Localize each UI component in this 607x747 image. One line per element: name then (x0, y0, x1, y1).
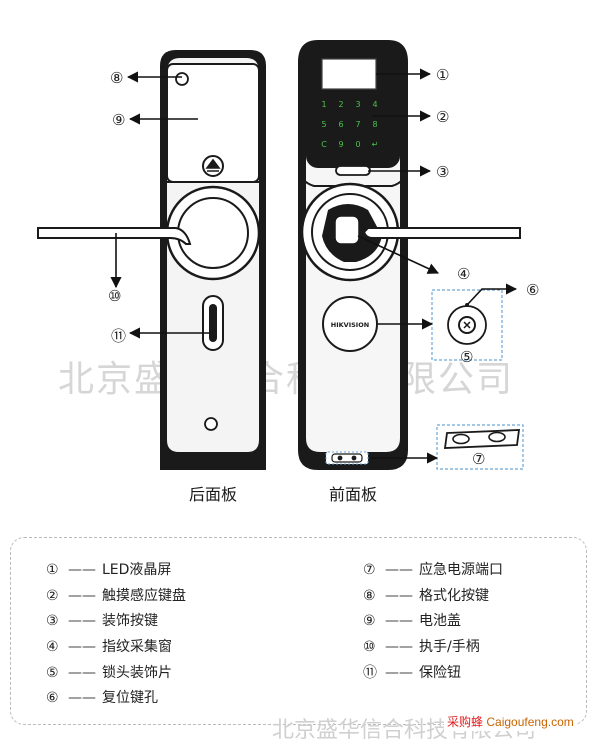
legend-item: ⑧——格式化按键 (363, 588, 489, 604)
legend-item: ⑨——电池盖 (363, 613, 461, 629)
keypad-key: C (321, 140, 327, 149)
led-display (321, 58, 377, 90)
keypad-key: 4 (372, 100, 377, 109)
callout-2: ② (436, 108, 450, 126)
keypad-key: ↵ (372, 140, 379, 149)
callout-7: ⑦ (472, 450, 486, 468)
touch-keypad (316, 97, 384, 157)
callout-3: ③ (436, 163, 450, 181)
legend-item: ③——装饰按键 (46, 613, 158, 629)
legend-item: ④——指纹采集窗 (46, 639, 172, 655)
keypad-key: 2 (338, 100, 343, 109)
legend-item: ⑩——执手/手柄 (363, 639, 480, 655)
legend-item: ⑥——复位键孔 (46, 690, 158, 706)
leader-lines (110, 68, 518, 464)
callout-6: ⑥ (526, 281, 540, 299)
front-handle (362, 227, 521, 239)
legend-item: ①——LED液晶屏 (46, 562, 172, 578)
watermark-text: 北京盛华信合科技有限公司 (58, 359, 515, 400)
front-panel-label: 前面板 (329, 485, 377, 504)
decorative-button (335, 165, 371, 176)
keypad-key: 0 (355, 140, 360, 149)
callout-5: ⑤ (460, 348, 474, 366)
format-button (175, 72, 189, 86)
rear-handle (37, 227, 192, 245)
legend-item: ②——触摸感应键盘 (46, 588, 186, 604)
legend-item: ⑪——保险钮 (363, 665, 461, 681)
credit-name: 采购蜂 (447, 715, 484, 729)
callout-10: ⑩ (108, 287, 122, 305)
keypad-key: 1 (321, 100, 326, 109)
callout-9: ⑨ (112, 111, 126, 129)
rear-panel (37, 50, 266, 470)
callout-1: ① (436, 66, 450, 84)
callout-4: ④ (457, 265, 471, 283)
detail-power-port (436, 424, 524, 470)
brand-logo: HIKVISION (331, 321, 369, 329)
legend-item: ⑤——锁头装饰片 (46, 665, 172, 681)
front-panel: 1 2 3 4 5 6 7 8C 9 0 ↵ HIKVISION (298, 40, 521, 470)
site-credit: 采购蜂 Caigoufeng.com (444, 712, 577, 731)
callout-8: ⑧ (110, 69, 124, 87)
keypad-key: 9 (338, 140, 343, 149)
callout-11: ⑪ (111, 327, 127, 345)
fingerprint-window (334, 215, 360, 245)
keypad-key: 8 (372, 120, 377, 129)
keypad-key: 7 (355, 120, 360, 129)
legend-item: ⑦——应急电源端口 (363, 562, 503, 578)
keypad-key: 3 (355, 100, 360, 109)
keypad-keys: 1 2 3 4 5 6 7 8C 9 0 ↵ (321, 100, 378, 149)
rear-panel-label: 后面板 (189, 485, 237, 504)
screw (204, 417, 218, 431)
keypad-key: 6 (338, 120, 343, 129)
legend-box: ①——LED液晶屏 ②——触摸感应键盘 ③——装饰按键 ④——指纹采集窗 ⑤——… (10, 537, 587, 725)
credit-url: Caigoufeng.com (486, 715, 574, 729)
keypad-key: 5 (321, 120, 326, 129)
